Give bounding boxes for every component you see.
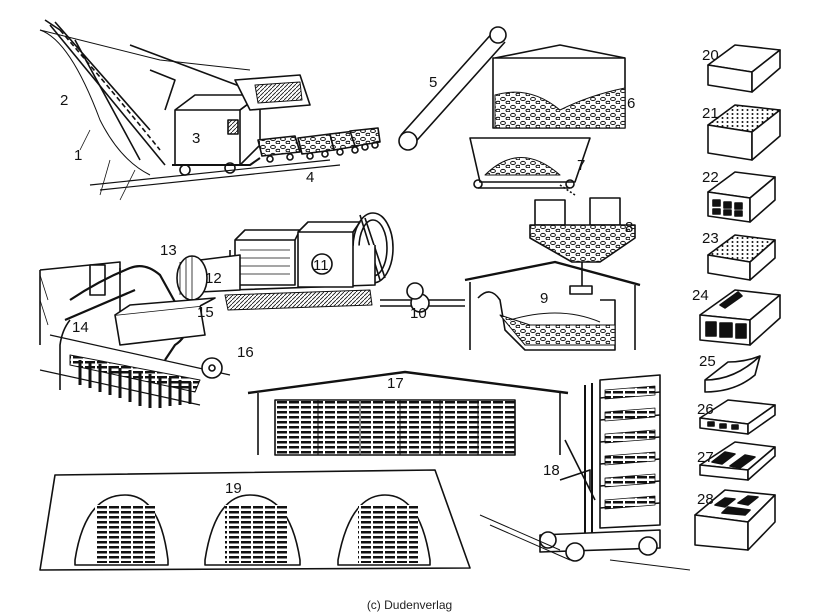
- label-9: 9: [540, 290, 548, 307]
- wire-cutter: [39, 261, 231, 408]
- floor-tile: [699, 399, 776, 435]
- label-6: 6: [627, 95, 635, 112]
- belt-conveyor: [398, 26, 507, 151]
- label-7: 7: [577, 157, 585, 174]
- label-1: 1: [74, 147, 82, 164]
- label-25: 25: [699, 353, 716, 370]
- mixing-machine: [529, 197, 636, 295]
- souring-house: [464, 260, 641, 351]
- extrusion-press: [176, 212, 394, 311]
- label-12: 12: [205, 270, 222, 287]
- label-2: 2: [60, 92, 68, 109]
- pump-pipes: [380, 282, 465, 313]
- label-19: 19: [225, 480, 242, 497]
- label-3: 3: [192, 130, 200, 147]
- box-feeder: [492, 44, 626, 129]
- stacker-truck: [479, 374, 691, 571]
- chimney-block: [694, 489, 776, 551]
- ceiling-tile: [699, 289, 781, 346]
- label-15: 15: [197, 304, 214, 321]
- roof-tile: [699, 441, 776, 481]
- edge-runner: [469, 137, 591, 196]
- figure-labels: 1 2 3 4 5 6 7 8 9 10 11 12 13 14 15 16 1…: [60, 47, 719, 508]
- label-16: 16: [237, 344, 254, 361]
- label-22: 22: [702, 169, 719, 186]
- label-24: 24: [692, 287, 709, 304]
- drying-shed: [247, 370, 569, 456]
- brickworks-illustration: 1 2 3 4 5 6 7 8 9 10 11 12 13 14 15 16 1…: [39, 19, 781, 571]
- label-26: 26: [697, 401, 714, 418]
- label-23: 23: [702, 230, 719, 247]
- label-13: 13: [160, 242, 177, 259]
- perforated-brick: [707, 104, 781, 161]
- ring-kiln: [39, 469, 471, 571]
- label-28: 28: [697, 491, 714, 508]
- label-21: 21: [702, 105, 719, 122]
- solid-brick: [707, 44, 781, 93]
- label-4: 4: [306, 169, 314, 186]
- lattice-brick: [707, 234, 776, 281]
- label-18: 18: [543, 462, 560, 479]
- label-8: 8: [625, 219, 633, 236]
- excavator-clay-pit: [39, 19, 381, 201]
- label-20: 20: [702, 47, 719, 64]
- hollow-block: [707, 171, 776, 223]
- copyright-credit: (c) Dudenverlag: [366, 598, 453, 612]
- label-17: 17: [387, 375, 404, 392]
- label-5: 5: [429, 74, 437, 91]
- label-14: 14: [72, 319, 89, 336]
- label-10: 10: [410, 305, 427, 322]
- label-27: 27: [697, 449, 714, 466]
- label-11: 11: [313, 257, 329, 274]
- curved-brick: [704, 355, 761, 393]
